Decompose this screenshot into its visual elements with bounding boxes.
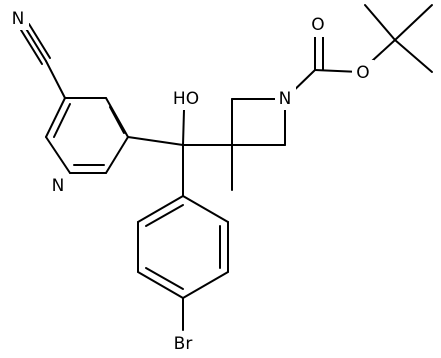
bromophenyl-ring [137, 195, 229, 299]
bond-nitrile-to-ring [45, 60, 66, 99]
pyridine-nitrogen-label: N [52, 176, 65, 196]
bond-pyridine-to-central-carbon [127, 136, 184, 146]
bond-central-carbon-to-hydroxyl [182, 109, 185, 146]
ester-oxygen-label: O [356, 63, 369, 83]
nitrile-triple-bond [20, 23, 51, 65]
tert-butyl-group [364, 4, 433, 73]
cyano-nitrogen-label: N [12, 9, 25, 29]
carbonyl-oxygen-label: O [311, 15, 324, 35]
pyridine-ring [45, 97, 129, 174]
hydroxyl-label: HO [173, 89, 199, 109]
azetidine-nitrogen-label: N [279, 89, 292, 109]
bromine-label: Br [174, 334, 193, 354]
